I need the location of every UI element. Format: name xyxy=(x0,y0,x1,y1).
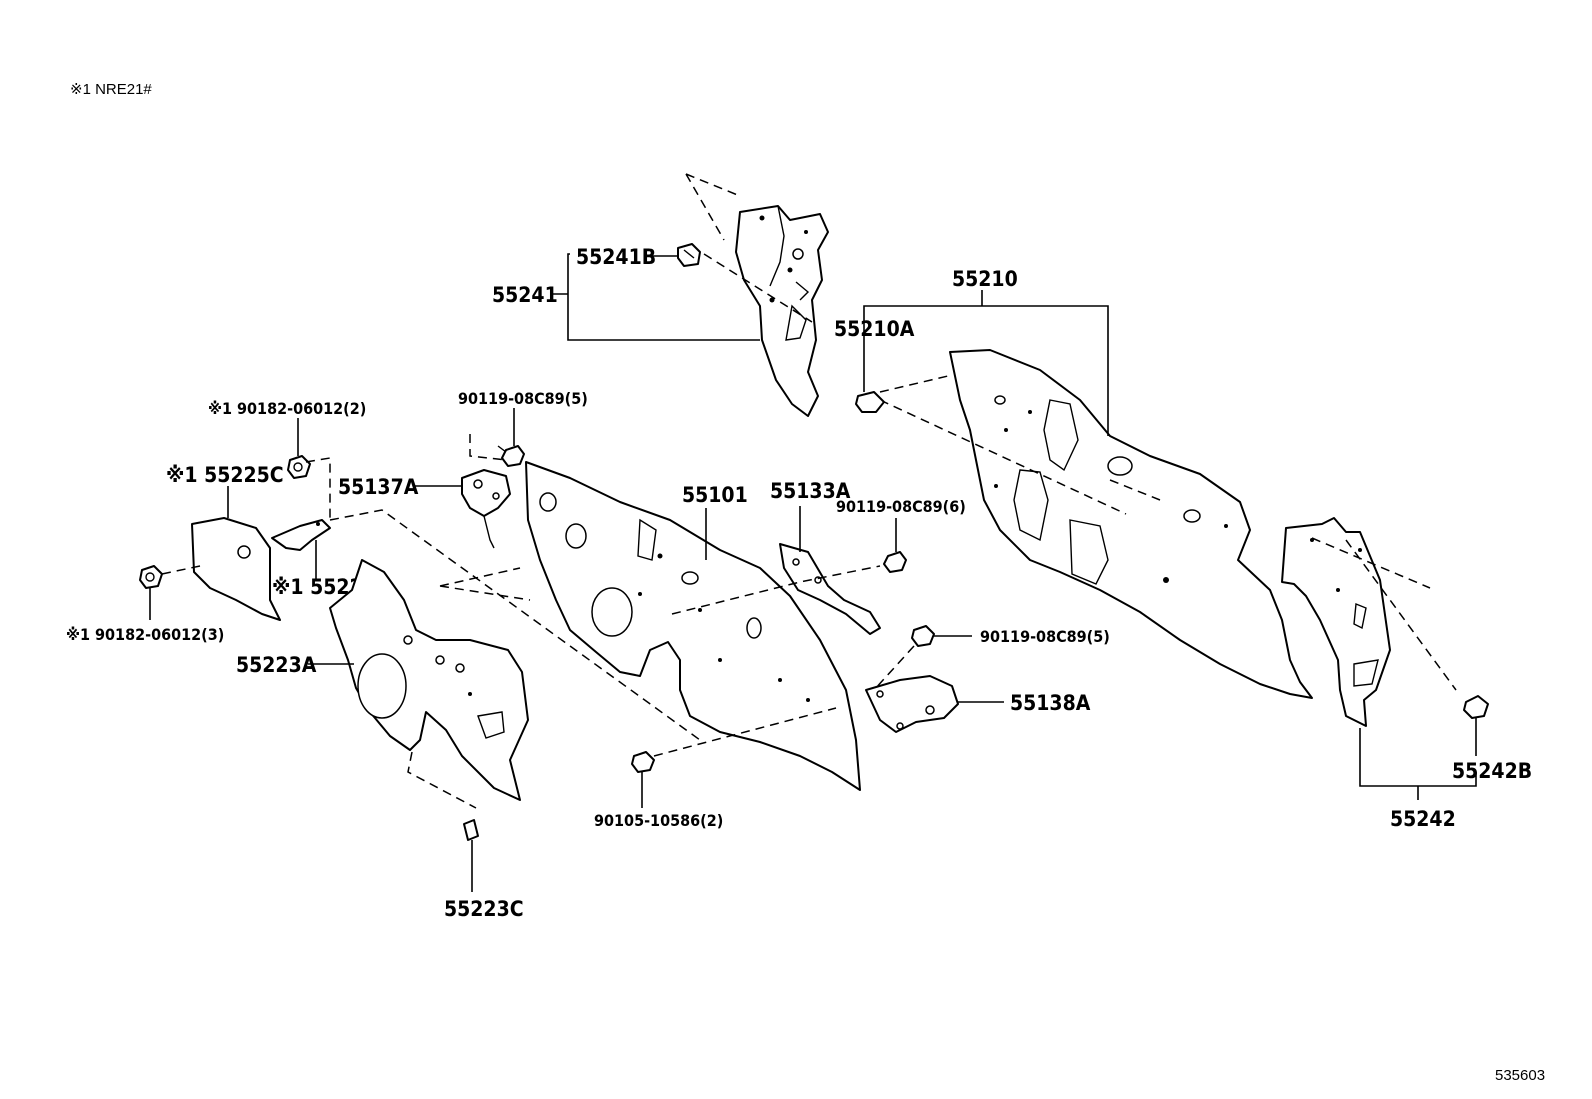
clip-55210A xyxy=(855,391,885,413)
bolt-90105 xyxy=(631,751,655,773)
label-90105: 90105-10586(2) xyxy=(594,811,723,830)
label-55242B: 55242B xyxy=(1452,759,1532,783)
dash-55229 xyxy=(329,509,701,741)
label-55101: 55101 xyxy=(682,483,748,507)
label-90182-3: ※1 90182-06012(3) xyxy=(66,625,224,644)
label-55210: 55210 xyxy=(952,267,1018,291)
dash-90182-lower xyxy=(161,565,201,575)
part-55101-panel xyxy=(525,461,861,791)
dash-55133A xyxy=(671,565,881,615)
label-90182-2: ※1 90182-06012(2) xyxy=(208,399,366,418)
part-55229 xyxy=(271,519,331,551)
bolt-90119-top xyxy=(497,445,525,467)
bracket-55210 xyxy=(863,290,1109,436)
label-55225C: ※1 55225C xyxy=(166,463,284,487)
part-55210-panel xyxy=(949,349,1313,699)
label-55223C: 55223C xyxy=(444,897,524,921)
label-55138A: 55138A xyxy=(1010,691,1091,715)
nut-90182-upper xyxy=(287,455,311,479)
label-55137A: 55137A xyxy=(338,475,419,499)
part-55137A xyxy=(461,469,511,549)
label-55133A: 55133A xyxy=(770,479,851,503)
dash-55101 xyxy=(439,434,531,601)
part-55241-panel xyxy=(735,205,829,417)
part-55138A xyxy=(865,675,959,733)
bracket-55241 xyxy=(552,253,760,341)
bracket-55242 xyxy=(1359,728,1477,800)
label-90119-6: 90119-08C89(6) xyxy=(836,497,966,516)
label-90119-mid: 90119-08C89(5) xyxy=(980,627,1110,646)
part-55223A xyxy=(329,559,529,801)
nut-90182-lower xyxy=(139,565,163,589)
dash-55241 xyxy=(685,173,813,323)
dash-55242 xyxy=(1311,537,1457,691)
part-55225C xyxy=(191,517,281,621)
label-55210A: 55210A xyxy=(834,317,915,341)
bolt-90119-6 xyxy=(883,551,907,573)
dash-55223A xyxy=(407,751,477,809)
header-note: ※1 NRE21# xyxy=(70,81,152,98)
label-55241: 55241 xyxy=(492,283,558,307)
clip-55241B xyxy=(677,243,701,267)
bolt-90119-mid xyxy=(911,625,935,647)
label-55242: 55242 xyxy=(1390,807,1456,831)
dash-55210 xyxy=(879,375,1161,515)
clip-55242B xyxy=(1463,695,1489,719)
dash-90119-mid xyxy=(873,645,915,691)
label-55241B: 55241B xyxy=(576,245,656,269)
image-id: 535603 xyxy=(1495,1067,1545,1084)
dash-90105 xyxy=(653,707,837,757)
label-55223A: 55223A xyxy=(236,653,317,677)
dash-90182-upper xyxy=(305,457,331,520)
part-55133A xyxy=(779,543,881,635)
part-55242-panel xyxy=(1281,517,1391,727)
clip-55223C xyxy=(463,819,479,841)
label-90119-top: 90119-08C89(5) xyxy=(458,389,588,408)
